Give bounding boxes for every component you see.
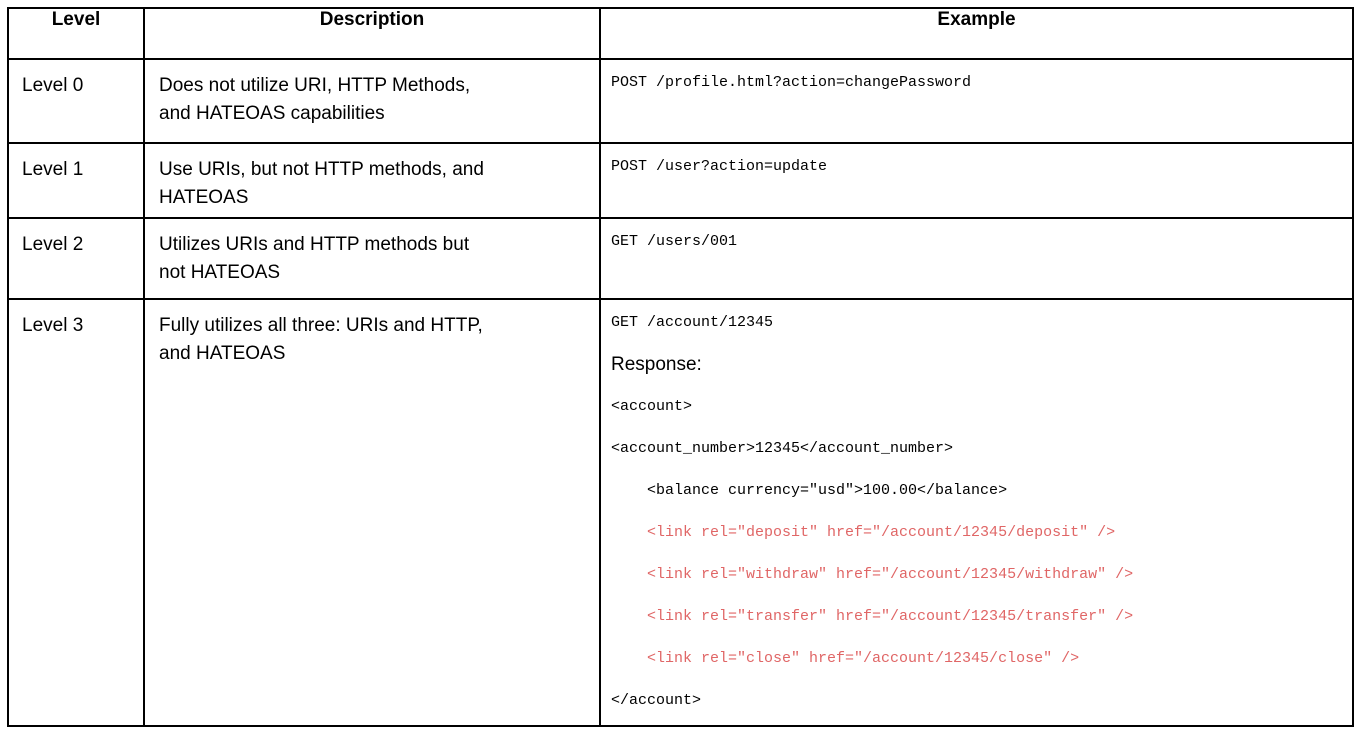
level-2-description: Utilizes URIs and HTTP methods but not H… <box>143 217 601 300</box>
rest-maturity-table: Level Description Example Level 0 Does n… <box>7 7 1354 727</box>
description-text: Does not utilize URI, HTTP Methods, and … <box>159 75 471 124</box>
column-header-example: Example <box>599 7 1354 60</box>
level-1-example: POST /user?action=update <box>599 142 1354 219</box>
description-text: Fully utilizes all three: URIs and HTTP,… <box>159 315 483 364</box>
code-line-request: GET /account/12345 <box>611 314 774 331</box>
level-1-description: Use URIs, but not HTTP methods, and HATE… <box>143 142 601 219</box>
table-row-level-1: Level 1 Use URIs, but not HTTP methods, … <box>7 142 1354 219</box>
level-0-label: Level 0 <box>7 58 145 144</box>
level-3-label: Level 3 <box>7 298 145 727</box>
level-2-example: GET /users/001 <box>599 217 1354 300</box>
code-line-account-open: <account> <box>611 398 693 415</box>
code-line-link-withdraw: <link rel="withdraw" href="/account/1234… <box>611 566 1134 583</box>
code-line: POST /profile.html?action=changePassword <box>611 74 972 91</box>
description-text: Use URIs, but not HTTP methods, and HATE… <box>159 159 484 208</box>
code-line-link-deposit: <link rel="deposit" href="/account/12345… <box>611 524 1116 541</box>
code-line-link-transfer: <link rel="transfer" href="/account/1234… <box>611 608 1134 625</box>
description-text: Utilizes URIs and HTTP methods but not H… <box>159 234 470 283</box>
response-label: Response: <box>611 354 702 375</box>
level-0-example: POST /profile.html?action=changePassword <box>599 58 1354 144</box>
level-1-label: Level 1 <box>7 142 145 219</box>
code-line: GET /users/001 <box>611 233 738 250</box>
table-row-level-0: Level 0 Does not utilize URI, HTTP Metho… <box>7 58 1354 144</box>
level-3-example: GET /account/12345 Response: <account> <… <box>599 298 1354 727</box>
level-0-description: Does not utilize URI, HTTP Methods, and … <box>143 58 601 144</box>
table-row-level-2: Level 2 Utilizes URIs and HTTP methods b… <box>7 217 1354 300</box>
code-line-link-close: <link rel="close" href="/account/12345/c… <box>611 650 1080 667</box>
level-2-label: Level 2 <box>7 217 145 300</box>
column-header-description: Description <box>143 7 601 60</box>
table-row-level-3: Level 3 Fully utilizes all three: URIs a… <box>7 298 1354 727</box>
level-3-description: Fully utilizes all three: URIs and HTTP,… <box>143 298 601 727</box>
table-header-row: Level Description Example <box>7 7 1354 60</box>
code-line: POST /user?action=update <box>611 158 828 175</box>
code-line-account-number: <account_number>12345</account_number> <box>611 440 954 457</box>
column-header-level: Level <box>7 7 145 60</box>
code-line-account-close: </account> <box>611 692 702 709</box>
code-line-balance: <balance currency="usd">100.00</balance> <box>611 482 1008 499</box>
